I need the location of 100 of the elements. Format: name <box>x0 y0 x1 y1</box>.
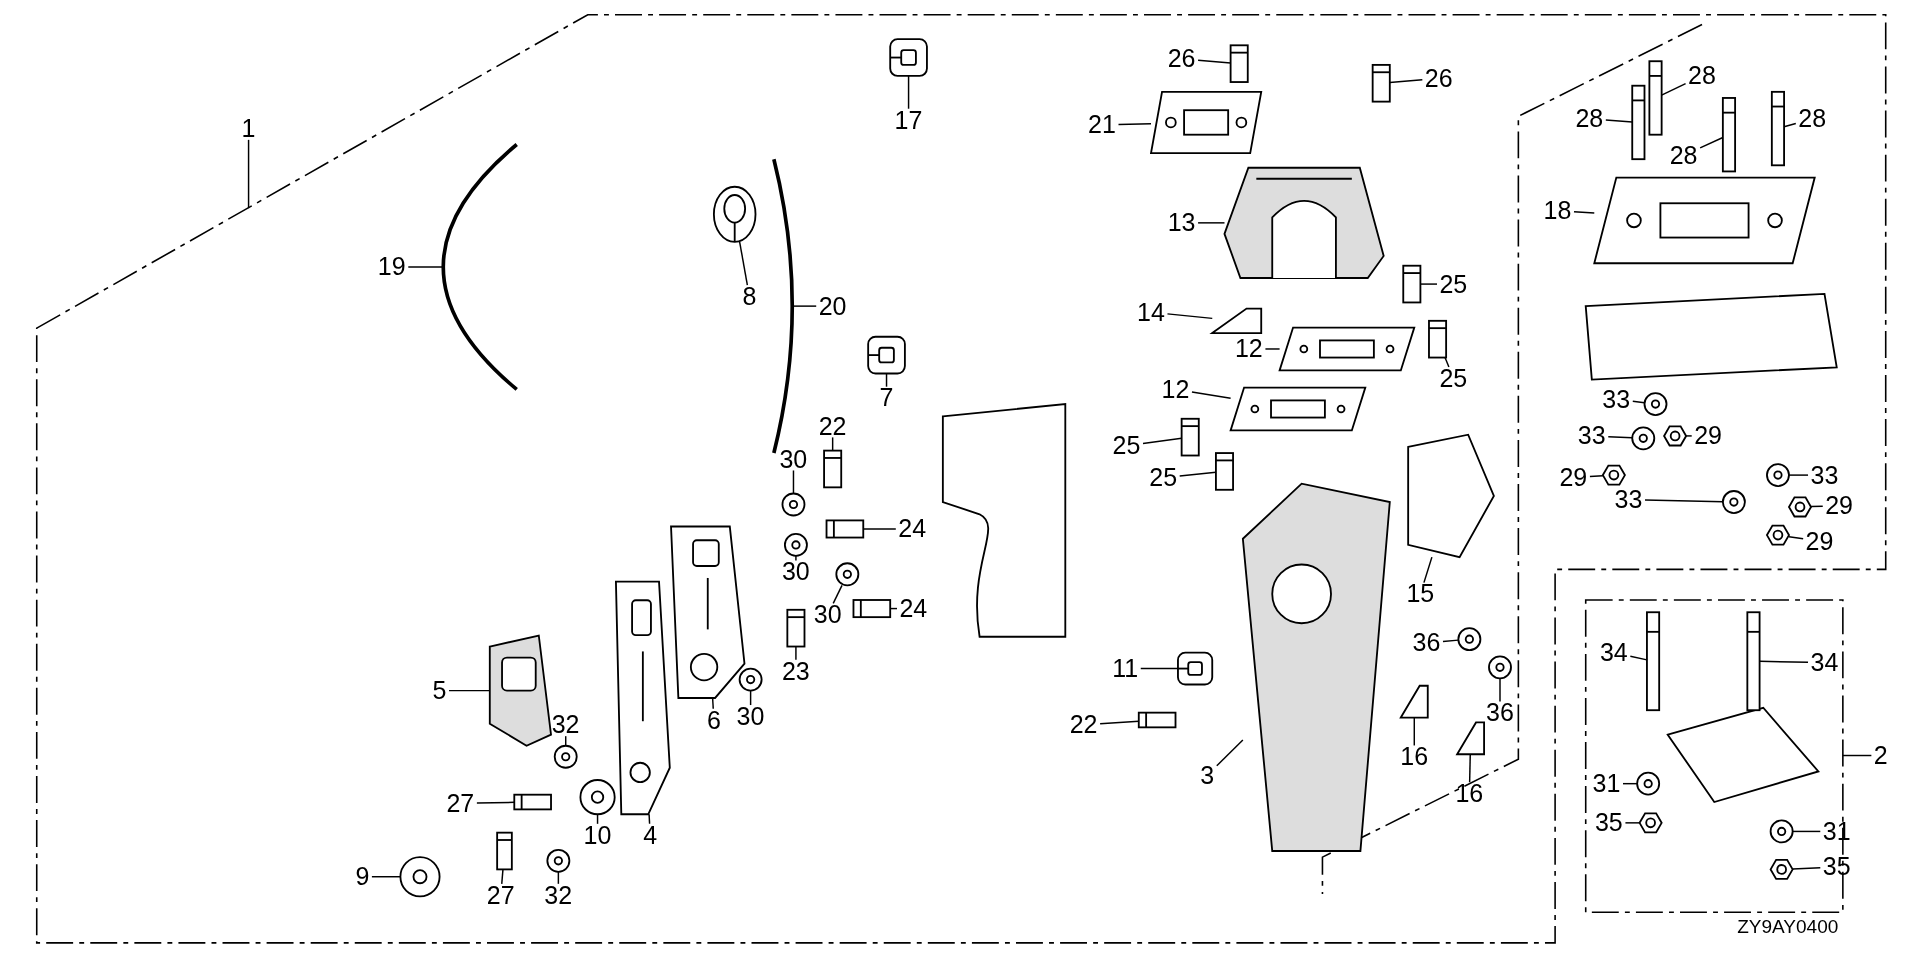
callout-number: 27 <box>486 882 515 908</box>
lever-cover-drawing <box>488 634 552 747</box>
washer-drawing <box>553 744 578 769</box>
callout-number: 29 <box>1694 423 1722 449</box>
leader-line <box>1660 82 1687 96</box>
callout-number: 17 <box>894 107 923 133</box>
control-box-drawing <box>1241 482 1391 852</box>
callout-number: 25 <box>1439 365 1468 391</box>
leader-line <box>1699 136 1724 149</box>
callout-number: 33 <box>1602 386 1631 412</box>
leader-line <box>1783 122 1797 128</box>
washer-drawing <box>784 532 808 557</box>
leader-line <box>1499 677 1501 703</box>
washer-drawing <box>1636 771 1661 796</box>
washer-drawing <box>781 492 806 517</box>
leader-line <box>791 305 817 307</box>
leader-line <box>1607 435 1633 439</box>
housing-cover-drawing <box>1223 166 1385 279</box>
callout-number: 7 <box>879 385 894 411</box>
callout-number: 28 <box>1669 143 1698 168</box>
leader-line <box>1468 753 1471 783</box>
callout-number: 11 <box>1112 656 1139 682</box>
callout-number: 29 <box>1805 528 1834 554</box>
leader-line <box>1791 830 1822 833</box>
washer-drawing <box>1631 426 1656 451</box>
leader-line <box>1791 866 1822 870</box>
nut-drawing <box>1638 812 1663 834</box>
callout-number: 36 <box>1486 700 1514 726</box>
callout-number: 16 <box>1400 744 1429 770</box>
leader-line <box>1788 474 1809 476</box>
leader-line <box>795 555 797 562</box>
clip-drawing <box>1455 721 1485 756</box>
bolt-drawing <box>1402 264 1422 304</box>
callout-number: 25 <box>1149 465 1178 491</box>
nut-drawing <box>1787 496 1813 518</box>
leader-line <box>1442 639 1460 643</box>
callout-number: 26 <box>1167 46 1196 72</box>
callout-number: 28 <box>1798 106 1827 132</box>
callout-number: 34 <box>1599 640 1628 666</box>
leader-line <box>749 689 752 706</box>
bolt-drawing <box>852 599 892 619</box>
callout-number: 12 <box>1161 376 1190 402</box>
leader-line <box>1197 59 1232 64</box>
callout-number: 30 <box>781 559 810 585</box>
callout-number: 13 <box>1167 210 1196 236</box>
callout-number: 24 <box>898 516 927 542</box>
callout-number: 30 <box>736 703 765 729</box>
lever-arm-drawing <box>670 525 746 699</box>
callout-number: 29 <box>1825 493 1853 519</box>
callout-number: 28 <box>1575 106 1604 132</box>
leader-line <box>885 372 888 388</box>
leader-line <box>1573 210 1596 214</box>
bolt-drawing <box>1428 319 1448 359</box>
leader-line <box>1605 119 1633 123</box>
callout-number: 6 <box>706 707 721 733</box>
drawing-code: ZY9AY0400 <box>1737 915 1839 940</box>
callout-number: 16 <box>1455 780 1484 806</box>
callout-number: 22 <box>1069 712 1098 738</box>
leader-line <box>1444 356 1450 368</box>
callout-number: 36 <box>1412 630 1441 656</box>
bolt-drawing <box>1770 90 1785 167</box>
nut-drawing <box>1601 464 1626 486</box>
callout-number: 35 <box>1594 810 1623 836</box>
leader-line <box>907 75 910 110</box>
cap-drawing <box>712 185 757 243</box>
leader-line <box>1622 782 1638 785</box>
callout-number: 26 <box>1424 65 1453 91</box>
screw-drawing <box>496 831 513 871</box>
callout-number: 10 <box>583 822 612 848</box>
grommet-drawing <box>867 335 906 375</box>
knob-drawing <box>399 856 441 898</box>
callout-number: 20 <box>818 293 847 319</box>
bolt-drawing <box>786 608 806 648</box>
leader-line <box>1216 739 1244 767</box>
bolt-drawing <box>1137 711 1177 729</box>
washer-drawing <box>1457 627 1482 652</box>
callout-number: 22 <box>818 413 847 439</box>
callout-number: 23 <box>781 658 810 684</box>
callout-number: 24 <box>899 596 928 622</box>
callout-number: 28 <box>1688 63 1716 89</box>
leader-line <box>564 735 567 747</box>
callout-number: 34 <box>1810 649 1839 675</box>
cover-plate-drawing <box>1149 90 1263 154</box>
washer-drawing <box>1721 490 1746 514</box>
leader-line <box>711 697 714 710</box>
bolt-drawing <box>825 519 865 539</box>
washer-drawing <box>1769 819 1794 844</box>
callout-number: 19 <box>377 254 406 280</box>
leader-line <box>1191 391 1232 399</box>
clip-drawing <box>1177 651 1214 686</box>
leader-line <box>832 584 843 605</box>
leader-line <box>1624 822 1641 824</box>
clip-drawing <box>1209 307 1263 334</box>
washer-drawing <box>1643 392 1668 417</box>
leader-line <box>371 876 402 878</box>
bolt-drawing <box>1180 417 1200 457</box>
bracket-drawing <box>1407 433 1495 559</box>
callout-number: 31 <box>1822 818 1851 844</box>
leader-line <box>1178 471 1217 477</box>
leader-line <box>1810 505 1824 508</box>
